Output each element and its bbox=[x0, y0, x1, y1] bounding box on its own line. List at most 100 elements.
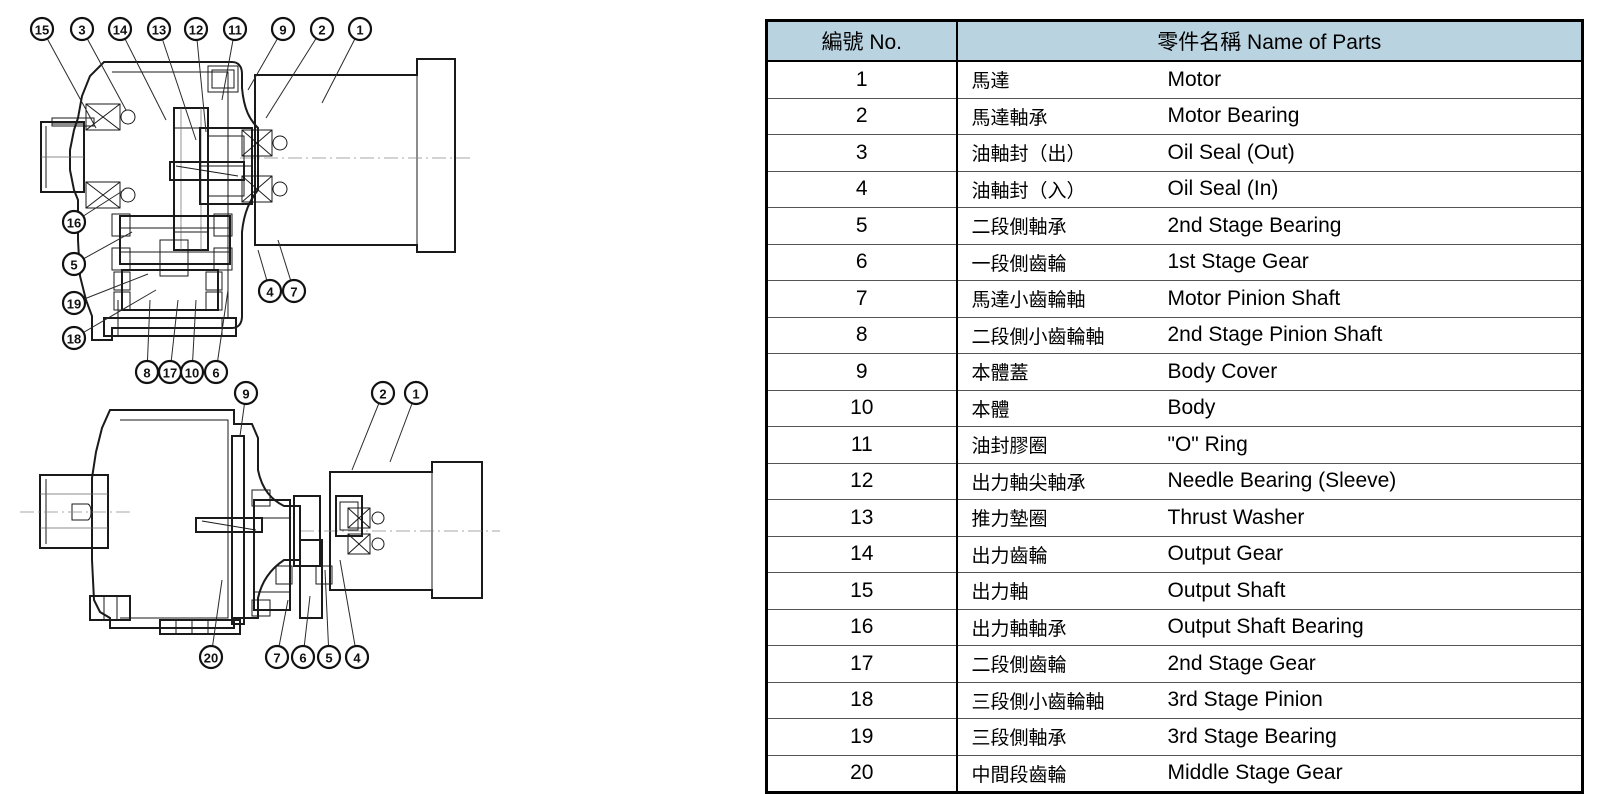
callout-bubble-7[interactable] bbox=[281, 278, 307, 304]
callout-bubble-1[interactable] bbox=[347, 16, 373, 42]
callout-leader-line-13 bbox=[158, 28, 197, 141]
callout-leader-line-4 bbox=[339, 559, 358, 658]
internal-gear-train-2 bbox=[195, 435, 385, 625]
part-number-cell: 8 bbox=[766, 316, 958, 354]
gearbox-cross-section-drawing: .ln { stroke:#1a1a1a; fill:none; stroke-… bbox=[20, 16, 500, 670]
part-name-english: Output Gear bbox=[1167, 542, 1284, 566]
output-shaft bbox=[40, 117, 95, 193]
part-number-cell: 14 bbox=[766, 535, 958, 573]
callout-bubble-13[interactable] bbox=[146, 16, 172, 42]
callout-bubble-2[interactable] bbox=[370, 380, 396, 406]
part-number-cell: 1 bbox=[766, 60, 958, 99]
part-name-chinese: 出力軸軸承 bbox=[971, 618, 1067, 640]
part-name-english: Body Cover bbox=[1167, 359, 1278, 383]
second-stage-gear bbox=[111, 213, 233, 271]
callout-bubble-15[interactable] bbox=[29, 16, 55, 42]
callout-bubble-5[interactable] bbox=[316, 644, 342, 670]
part-name-chinese: 馬達軸承 bbox=[971, 107, 1048, 129]
callout-bubble-18[interactable] bbox=[61, 325, 87, 351]
callout-number-1: 1 bbox=[412, 387, 419, 402]
callout-number-11: 11 bbox=[228, 23, 242, 38]
part-name-english: 1st Stage Gear bbox=[1167, 250, 1309, 274]
part-name-english: 2nd Stage Bearing bbox=[1167, 213, 1342, 237]
callout-bubble-11[interactable] bbox=[222, 16, 248, 42]
part-number-cell: 16 bbox=[766, 608, 958, 646]
part-name-english: Middle Stage Gear bbox=[1167, 761, 1343, 785]
third-stage-pinion bbox=[113, 239, 223, 311]
callout-number-6: 6 bbox=[299, 651, 306, 666]
callout-number-16: 16 bbox=[67, 216, 81, 231]
callout-bubble-6[interactable] bbox=[203, 359, 229, 385]
part-name-cell: 本體蓋 Body Cover bbox=[956, 353, 1583, 391]
part-number-cell: 2 bbox=[766, 97, 958, 135]
column-header-name: 零件名稱 Name of Parts bbox=[956, 20, 1583, 62]
callout-number-4: 4 bbox=[353, 651, 361, 666]
callout-bubble-9[interactable] bbox=[233, 380, 259, 406]
part-number-cell: 4 bbox=[766, 170, 958, 208]
part-number-cell: 11 bbox=[766, 426, 958, 464]
callout-bubble-6[interactable] bbox=[290, 644, 316, 670]
top-view-assembly bbox=[40, 58, 470, 341]
callout-bubble-3[interactable] bbox=[69, 16, 95, 42]
callout-bubble-7[interactable] bbox=[264, 644, 290, 670]
callout-bubble-1[interactable] bbox=[403, 380, 429, 406]
part-number-cell: 17 bbox=[766, 645, 958, 683]
callout-bubble-16[interactable] bbox=[61, 209, 87, 235]
callout-bubble-9[interactable] bbox=[270, 16, 296, 42]
callout-number-9: 9 bbox=[279, 23, 286, 38]
part-name-chinese: 馬達小齒輪軸 bbox=[971, 290, 1086, 312]
callout-number-18: 18 bbox=[67, 332, 81, 347]
motor-body-2 bbox=[300, 461, 500, 599]
callout-bubble-20[interactable] bbox=[198, 644, 224, 670]
callout-number-9: 9 bbox=[242, 387, 249, 402]
part-name-chinese: 本體蓋 bbox=[971, 363, 1029, 385]
part-name-english: Output Shaft Bearing bbox=[1167, 615, 1364, 639]
part-number-cell: 10 bbox=[766, 389, 958, 427]
part-name-english: Oil Seal (Out) bbox=[1167, 140, 1295, 164]
callout-number-10: 10 bbox=[185, 366, 199, 381]
callout-leader-line-3 bbox=[81, 28, 127, 111]
callout-leader-line-1 bbox=[321, 28, 361, 104]
part-name-english: 3rd Stage Bearing bbox=[1167, 724, 1337, 748]
part-name-chinese: 中間段齒輪 bbox=[971, 764, 1067, 786]
callout-number-5: 5 bbox=[325, 651, 332, 666]
callout-bubble-14[interactable] bbox=[107, 16, 133, 42]
o-ring-detail bbox=[207, 65, 239, 93]
part-name-chinese: 出力軸 bbox=[971, 582, 1029, 604]
callout-number-6: 6 bbox=[212, 366, 219, 381]
callout-bubble-4[interactable] bbox=[257, 278, 283, 304]
callout-number-20: 20 bbox=[204, 651, 218, 666]
callout-bubble-10[interactable] bbox=[179, 359, 205, 385]
technical-drawing-panel: .ln { stroke:#1a1a1a; fill:none; stroke-… bbox=[0, 0, 745, 787]
callout-bubble-5[interactable] bbox=[61, 251, 87, 277]
callout-leader-line-15 bbox=[41, 28, 97, 129]
callout-bubble-2[interactable] bbox=[309, 16, 335, 42]
callout-number-15: 15 bbox=[35, 23, 49, 38]
callout-bubble-4[interactable] bbox=[344, 644, 370, 670]
part-name-chinese: 一段側齒輪 bbox=[971, 253, 1067, 275]
part-name-english: 3rd Stage Pinion bbox=[1167, 688, 1323, 712]
part-name-english: 2nd Stage Pinion Shaft bbox=[1167, 323, 1383, 347]
part-number-cell: 19 bbox=[766, 718, 958, 756]
part-name-chinese: 油封膠圈 bbox=[971, 436, 1048, 458]
callout-bubble-12[interactable] bbox=[183, 16, 209, 42]
part-name-cell: 油封膠圈"O" Ring bbox=[956, 426, 1583, 464]
part-name-chinese: 推力墊圈 bbox=[971, 509, 1048, 531]
callout-number-14: 14 bbox=[113, 23, 128, 38]
part-name-chinese: 二段側軸承 bbox=[971, 217, 1067, 239]
column-header-no: 編號 No. bbox=[766, 20, 958, 62]
callout-bubble-19[interactable] bbox=[61, 290, 87, 316]
